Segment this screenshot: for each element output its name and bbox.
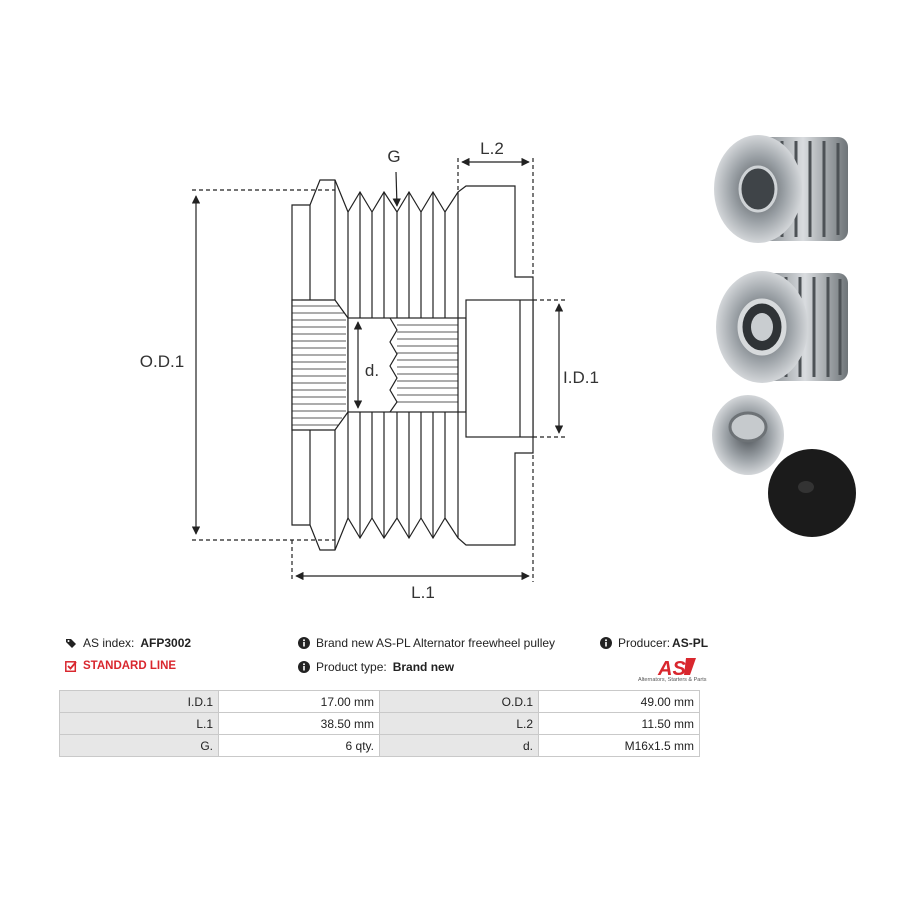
producer: Producer: AS-PL bbox=[600, 636, 708, 650]
pulley-technical-drawing: G L.2 O.D.1 I.D.1 d. L.1 bbox=[140, 139, 599, 602]
spec-value: 6 qty. bbox=[218, 734, 380, 757]
description: Brand new AS-PL Alternator freewheel pul… bbox=[298, 636, 555, 650]
label-l1: L.1 bbox=[411, 583, 435, 602]
info-icon bbox=[600, 637, 612, 649]
label-id1: I.D.1 bbox=[563, 368, 599, 387]
description-text: Brand new AS-PL Alternator freewheel pul… bbox=[316, 636, 556, 650]
spec-label: d. bbox=[379, 734, 539, 757]
as-index: AS index: AFP3002 bbox=[65, 636, 191, 650]
spec-label: O.D.1 bbox=[379, 690, 539, 713]
label-g: G bbox=[387, 147, 400, 166]
spec-value: M16x1.5 mm bbox=[538, 734, 700, 757]
info-icon bbox=[298, 661, 310, 673]
specs-table: I.D.1 17.00 mm O.D.1 49.00 mm L.1 38.50 … bbox=[59, 690, 700, 757]
as-index-label: AS index: bbox=[83, 636, 135, 650]
label-d: d. bbox=[365, 361, 379, 380]
checkbox-checked-icon bbox=[65, 661, 77, 672]
producer-label: Producer: bbox=[618, 636, 671, 650]
label-l2: L.2 bbox=[480, 139, 504, 158]
table-row: L.1 38.50 mm L.2 11.50 mm bbox=[59, 712, 700, 735]
product-type: Product type: Brand new bbox=[298, 660, 454, 674]
product-type-value: Brand new bbox=[392, 660, 455, 674]
pulley-bore-photo bbox=[716, 271, 848, 383]
as-index-value: AFP3002 bbox=[140, 636, 192, 650]
as-pl-logo: AS Alternators, Starters & Parts bbox=[638, 656, 707, 686]
logo-subtitle: Alternators, Starters & Parts bbox=[638, 677, 707, 683]
spec-value: 11.50 mm bbox=[538, 712, 700, 735]
info-row-1: AS index: AFP3002 Brand new AS-PL Altern… bbox=[65, 636, 708, 654]
tag-icon bbox=[66, 639, 76, 648]
standard-line: STANDARD LINE bbox=[65, 660, 176, 672]
producer-value: AS-PL bbox=[672, 636, 709, 650]
spec-label: L.1 bbox=[59, 712, 219, 735]
spec-value: 17.00 mm bbox=[218, 690, 380, 713]
pulley-cap-photo bbox=[712, 395, 856, 537]
as-logo-mark: AS bbox=[657, 658, 696, 680]
spec-value: 49.00 mm bbox=[538, 690, 700, 713]
info-icon bbox=[298, 637, 310, 649]
pulley-outline bbox=[291, 179, 534, 551]
spec-label: L.2 bbox=[379, 712, 539, 735]
spec-label: G. bbox=[59, 734, 219, 757]
spec-value: 38.50 mm bbox=[218, 712, 380, 735]
logo-text: AS bbox=[657, 658, 686, 678]
product-type-label: Product type: bbox=[316, 660, 387, 674]
table-row: I.D.1 17.00 mm O.D.1 49.00 mm bbox=[59, 690, 700, 713]
product-photos bbox=[712, 135, 856, 537]
pulley-side-photo bbox=[714, 135, 848, 243]
standard-line-label: STANDARD LINE bbox=[83, 660, 177, 672]
table-row: G. 6 qty. d. M16x1.5 mm bbox=[59, 734, 700, 757]
info-row-2: STANDARD LINE Product type: Brand new bbox=[65, 660, 700, 678]
dimension-lines bbox=[191, 157, 566, 582]
spec-label: I.D.1 bbox=[59, 690, 219, 713]
label-od1: O.D.1 bbox=[140, 352, 184, 371]
